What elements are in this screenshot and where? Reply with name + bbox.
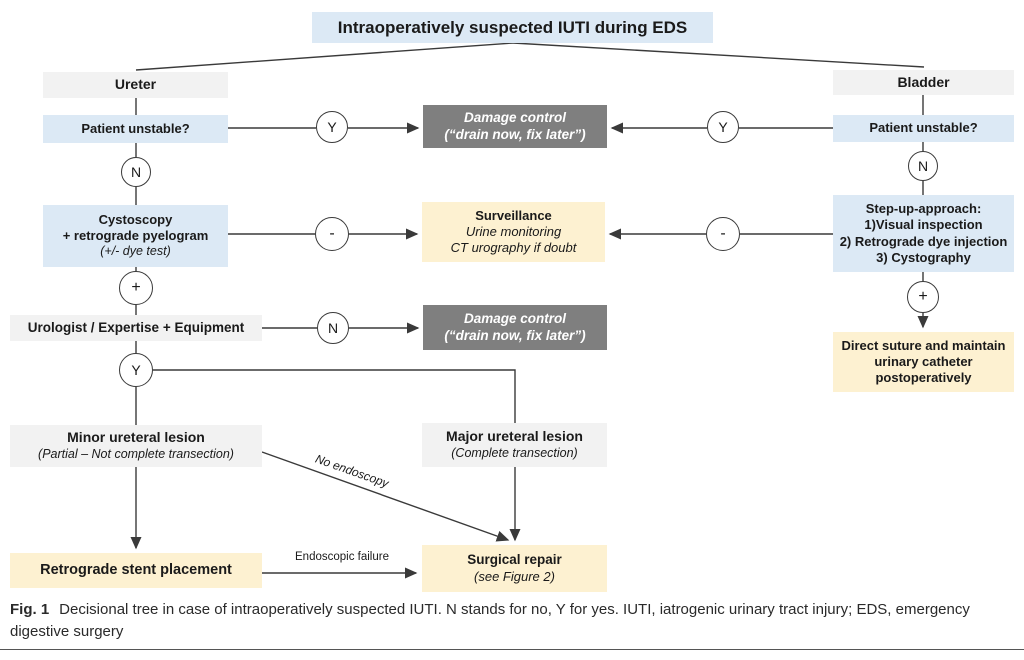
- no-node-ureter-unstable: N: [121, 157, 151, 187]
- major-lesion-line1: Major ureteral lesion: [446, 428, 583, 445]
- urologist-expertise-box: Urologist / Expertise + Equipment: [10, 315, 262, 341]
- no-node-bladder-unstable: N: [908, 151, 938, 181]
- surveillance-line2: Urine monitoring: [465, 223, 562, 239]
- damage-control-box-top: Damage control (“drain now, fix later”): [423, 105, 607, 148]
- title-box: Intraoperatively suspected IUTI during E…: [312, 12, 713, 43]
- direct-suture-box: Direct suture and maintain urinary cathe…: [833, 332, 1014, 392]
- plus-node-stepup: +: [907, 281, 939, 313]
- yes-node-ureter-unstable: Y: [316, 111, 348, 143]
- surgical-repair-line1: Surgical repair: [467, 551, 562, 567]
- surveillance-line3: CT urography if doubt: [450, 240, 577, 256]
- cystoscopy-line2: + retrograde pyelogram: [62, 228, 209, 244]
- minor-lesion-line1: Minor ureteral lesion: [67, 429, 205, 446]
- ureter-header-box: Ureter: [43, 72, 228, 98]
- minus-node-cystoscopy: -: [315, 217, 349, 251]
- minor-lesion-line2: (Partial – Not complete transection): [38, 446, 234, 461]
- damage-control-box-middle: Damage control (“drain now, fix later”): [423, 305, 607, 350]
- yes-node-urologist: Y: [119, 353, 153, 387]
- cystoscopy-box: Cystoscopy + retrograde pyelogram (+/- d…: [43, 205, 228, 267]
- minus-node-stepup: -: [706, 217, 740, 251]
- damage-control-line2: (“drain now, fix later”): [444, 126, 586, 142]
- bladder-header-box: Bladder: [833, 70, 1014, 95]
- step-up-line1: Step-up-approach:: [865, 201, 982, 216]
- step-up-line4: 3) Cystography: [876, 249, 971, 265]
- ureter-patient-unstable-box: Patient unstable?: [43, 115, 228, 143]
- damage-control-line1: Damage control: [463, 310, 567, 326]
- retrograde-stent-box: Retrograde stent placement: [10, 553, 262, 588]
- cystoscopy-line1: Cystoscopy: [98, 211, 173, 227]
- damage-control-line1: Damage control: [463, 109, 567, 125]
- major-lesion-line2: (Complete transection): [451, 445, 578, 460]
- surveillance-line1: Surveillance: [475, 207, 552, 223]
- figure-caption-label: Fig. 1: [10, 601, 50, 618]
- step-up-approach-box: Step-up-approach: 1)Visual inspection 2)…: [833, 195, 1014, 272]
- direct-suture-line1: Direct suture and maintain: [841, 337, 1006, 353]
- surveillance-box: Surveillance Urine monitoring CT urograp…: [422, 202, 605, 262]
- figure-caption-text: Decisional tree in case of intraoperativ…: [10, 601, 970, 640]
- endoscopic-failure-edge-label: Endoscopic failure: [295, 551, 389, 563]
- direct-suture-line2: urinary catheter: [874, 353, 973, 369]
- step-up-line3: 2) Retrograde dye injection: [839, 233, 1008, 249]
- plus-node-cystoscopy: +: [119, 271, 153, 305]
- step-up-line2: 1)Visual inspection: [864, 217, 983, 233]
- no-node-urologist: N: [317, 312, 349, 344]
- major-ureteral-lesion-box: Major ureteral lesion (Complete transect…: [422, 423, 607, 467]
- damage-control-line2: (“drain now, fix later”): [444, 327, 586, 343]
- yes-node-bladder-unstable: Y: [707, 111, 739, 143]
- bottom-divider: [0, 649, 1024, 650]
- direct-suture-line3: postoperatively: [875, 370, 972, 386]
- cystoscopy-line3: (+/- dye test): [100, 244, 171, 259]
- surgical-repair-box: Surgical repair (see Figure 2): [422, 545, 607, 592]
- surgical-repair-line2: (see Figure 2): [474, 568, 555, 584]
- bladder-patient-unstable-box: Patient unstable?: [833, 115, 1014, 142]
- minor-ureteral-lesion-box: Minor ureteral lesion (Partial – Not com…: [10, 425, 262, 467]
